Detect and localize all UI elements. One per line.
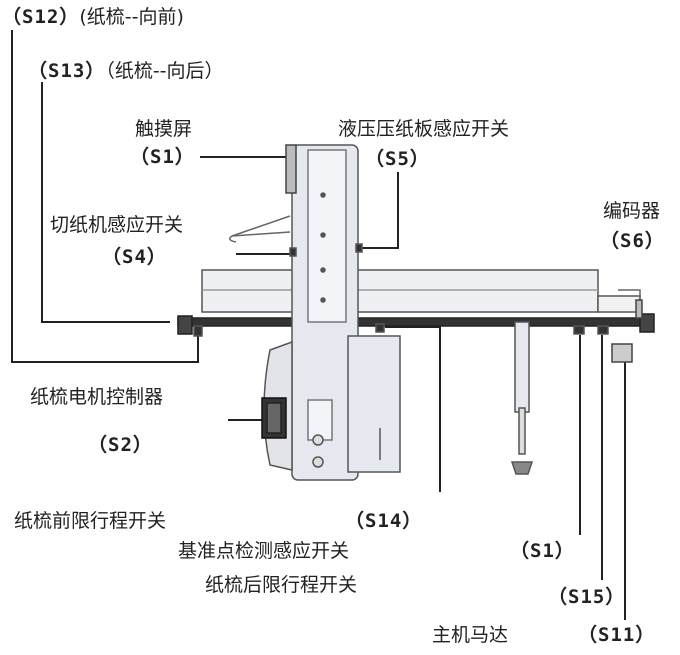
leader-s12 — [11, 30, 199, 363]
touch-screen — [285, 144, 297, 194]
s14-code: （S14） — [345, 510, 423, 532]
comb-rear-limit-label: 纸梳后限行程开关 — [205, 574, 358, 596]
text-s13: （纸梳--向后） — [105, 60, 224, 82]
text-s12: (纸梳--向前) — [79, 6, 184, 28]
encoder-code: （S6） — [600, 230, 665, 252]
hydraulic-sensor-code: （S5） — [365, 148, 430, 170]
code-s12: （S12） — [2, 6, 80, 28]
cutter-sensor-code: （S4） — [102, 246, 167, 268]
main-rail — [177, 317, 649, 327]
cutter-sensor-label: 切纸机感应开关 — [50, 214, 184, 236]
comb-motor-controller-label: 纸梳电机控制器 — [30, 386, 164, 408]
right-frame — [597, 295, 641, 313]
comb-front-limit-label: 纸梳前限行程开关 — [14, 510, 167, 532]
reference-sensor-label: 基准点检测感应开关 — [178, 540, 350, 562]
rear-table — [201, 269, 599, 313]
support-leg — [514, 321, 530, 413]
code-s13: （S13） — [28, 60, 106, 82]
leader-reference — [385, 326, 441, 492]
lower-cabinet — [347, 335, 401, 473]
comb-motor-controller-code: （S2） — [88, 434, 153, 456]
main-motor-label: 主机马达 — [432, 624, 509, 646]
s11-code: （S11） — [578, 624, 656, 646]
encoder-label: 编码器 — [603, 200, 661, 222]
label-s13: （S13）（纸梳--向后） — [28, 60, 224, 82]
leader-s5 — [362, 172, 399, 249]
leader-lines — [11, 30, 626, 620]
s1-bottom-code: （S1） — [510, 540, 575, 562]
leader-s13 — [41, 82, 170, 323]
touch-screen-label: 触摸屏 — [135, 118, 193, 140]
side-arm — [229, 215, 291, 243]
s15-code: （S15） — [548, 586, 626, 608]
hydraulic-sensor-label: 液压压纸板感应开关 — [338, 118, 510, 140]
machine-body — [177, 144, 655, 481]
label-s12: （S12）(纸梳--向前) — [2, 6, 184, 28]
touch-screen-code: （S1） — [130, 146, 195, 168]
encoder-body — [611, 343, 633, 363]
